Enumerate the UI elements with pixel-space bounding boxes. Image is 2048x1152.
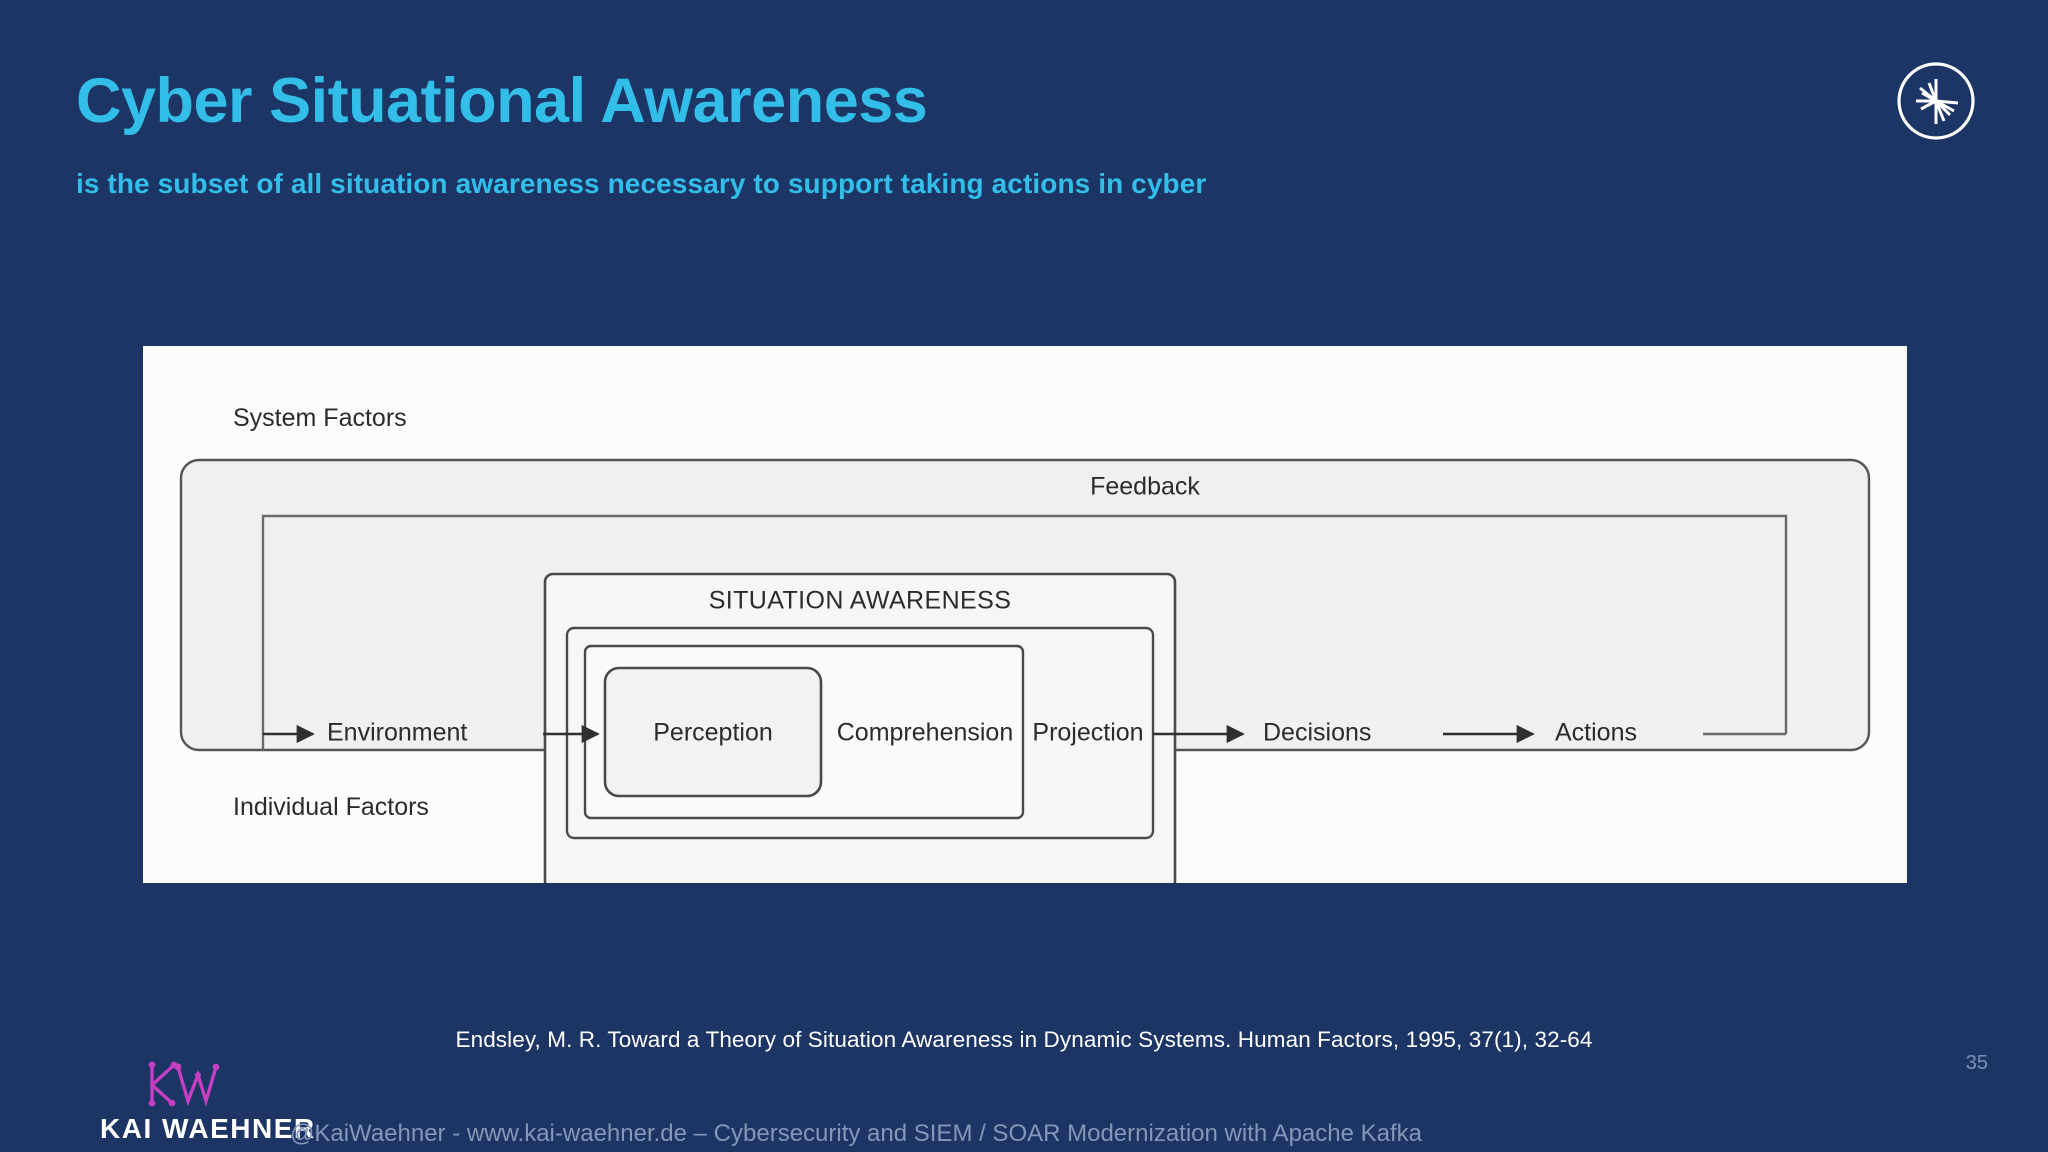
node-label-comprehension: Comprehension: [837, 719, 1014, 747]
figure-label-individual-factors: Individual Factors: [233, 793, 429, 821]
page-number: 35: [1965, 1052, 1988, 1074]
node-label-actions: Actions: [1555, 719, 1637, 747]
node-label-perception: Perception: [653, 719, 773, 747]
figure-label-system-factors: System Factors: [233, 404, 407, 432]
node-label-environment: Environment: [327, 719, 467, 747]
kw-wordmark: KAI WAEHNER: [100, 1113, 316, 1144]
endsley-sa-model-diagram: Feedback SITUATION AWARENESS Perception …: [179, 458, 1871, 883]
footer-text: @KaiWaehner - www.kai-waehner.de – Cyber…: [290, 1120, 1422, 1147]
footer-logo: KAI WAEHNER: [100, 1055, 314, 1145]
page-subtitle: is the subset of all situation awareness…: [76, 168, 1207, 199]
citation-text: Endsley, M. R. Toward a Theory of Situat…: [455, 1027, 1593, 1052]
feedback-loop-path: [261, 514, 1788, 750]
perception-box: [603, 666, 823, 798]
kw-monogram-icon: [138, 1055, 228, 1111]
node-label-projection: Projection: [1032, 719, 1143, 747]
situation-awareness-label: SITUATION AWARENESS: [709, 587, 1012, 615]
feedback-label: Feedback: [1090, 473, 1200, 501]
confluent-starburst-icon: [1892, 57, 1980, 145]
figure-panel: System Factors Individual Factors Feedba…: [143, 346, 1907, 883]
node-label-decisions: Decisions: [1263, 719, 1371, 747]
page-title: Cyber Situational Awareness: [76, 66, 928, 136]
